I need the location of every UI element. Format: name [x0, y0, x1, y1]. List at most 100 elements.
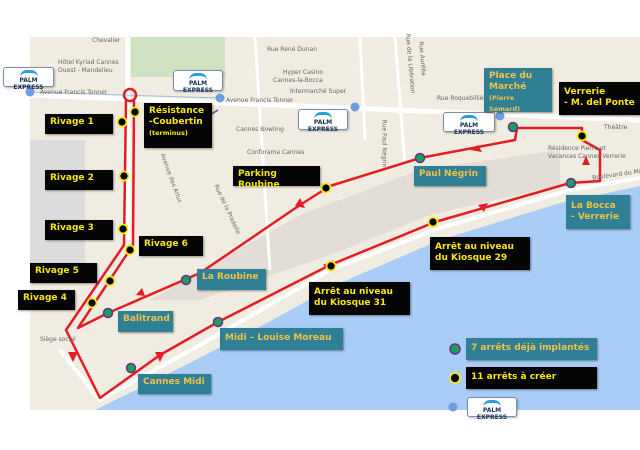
label-verrerie: Verrerie - M. del Ponte [559, 82, 640, 115]
palm-express-logo: PALM EXPRESS [443, 112, 495, 136]
label-line: du Kiosque 29 [435, 253, 508, 263]
label-place-du-marche: Place du Marché (Pierre Sémard) [484, 68, 552, 113]
label-resistance: Résistance -Coubertin (terminus) [144, 103, 212, 148]
poi-label: Siège social [40, 336, 76, 343]
label-line: Marché [489, 82, 527, 92]
label-line: (terminus) [149, 129, 188, 137]
legend-palm-dot [448, 402, 458, 412]
poi-label: Conforama Cannes [247, 149, 305, 156]
label-rivage-6: Rivage 6 [139, 236, 203, 256]
label-la-roubine: La Roubine [197, 269, 266, 290]
label-balitrand: Balitrand [118, 311, 173, 332]
direction-arrow [136, 288, 145, 296]
label-line: - M. del Ponte [564, 98, 635, 108]
stop-verrerie[interactable] [576, 130, 588, 142]
palm-express-logo: PALM EXPRESS [298, 109, 348, 133]
logo-text: PALM EXPRESS [453, 122, 485, 136]
label-kiosque-31: Arrêt au niveau du Kiosque 31 [309, 282, 410, 315]
airport-area [30, 140, 85, 280]
street-label: Avenue Francis Tonner [226, 97, 294, 104]
street-label: Rue René Dunan [267, 46, 317, 53]
stop-place-du-marche[interactable] [507, 121, 519, 133]
stop-la-bocca[interactable] [565, 177, 577, 189]
label-la-bocca: La Bocca - Verrerie [566, 195, 630, 229]
street-label: Rue Paul Négrin [380, 119, 388, 168]
label-midi-louise-moreau: Midi – Louise Moreau [220, 328, 343, 350]
palm-express-logo: PALM EXPRESS [173, 70, 223, 94]
palm-express-stop[interactable] [350, 102, 360, 112]
label-line: Résistance [149, 106, 205, 116]
street-label: Chevalier [92, 37, 121, 44]
existing-stops [102, 121, 577, 374]
logo-text: PALM EXPRESS [13, 77, 44, 91]
label-parking-roubine: Parking Roubine [233, 166, 320, 190]
stop-resistance[interactable] [129, 106, 141, 118]
stop-rivage-5[interactable] [104, 275, 116, 287]
direction-arrow [68, 352, 78, 362]
direction-arrow [478, 203, 488, 212]
poi-label: Cannes-la-Bocca [273, 77, 323, 84]
poi-label: Résidence Pierre et [548, 145, 606, 152]
street [253, 36, 272, 271]
palm-express-stop[interactable] [215, 93, 225, 103]
palm-express-stop[interactable] [25, 87, 35, 97]
stop-rivage-6[interactable] [124, 244, 136, 256]
stop-midi-louise-moreau[interactable] [212, 316, 224, 328]
street-label: Ouest - Mandelieu [58, 67, 113, 74]
stop-rivage-3[interactable] [117, 223, 129, 235]
stop-kiosque-31[interactable] [325, 260, 337, 272]
logo-text: PALM EXPRESS [307, 119, 339, 133]
stop-kiosque-29[interactable] [427, 216, 439, 228]
stop-rivage-1[interactable] [116, 116, 128, 128]
new-stops [86, 106, 588, 384]
palm-express-stops [25, 87, 505, 412]
direction-arrow [155, 352, 165, 362]
poi-label: Théâtre [604, 124, 628, 131]
label-line: -Coubertin [149, 117, 203, 127]
label-line: - Verrerie [571, 212, 620, 222]
palm-express-logo: PALM EXPRESS [3, 67, 54, 91]
label-rivage-5: Rivage 5 [30, 263, 97, 283]
label-line: Verrerie [564, 87, 606, 97]
stop-la-roubine[interactable] [180, 274, 192, 286]
label-cannes-midi: Cannes Midi [138, 374, 211, 394]
poi-label: Hyper Casino [283, 69, 324, 76]
stop-parking-roubine[interactable] [320, 182, 332, 194]
stop-balitrand[interactable] [102, 307, 114, 319]
railway-area [150, 150, 560, 300]
legend-new-stops: 11 arrêts à créer [466, 367, 597, 389]
label-line: du Kiosque 31 [314, 298, 387, 308]
stop-cannes-midi[interactable] [125, 362, 137, 374]
poi-label: Vacances Cannes Verrerie [548, 153, 626, 160]
street-label: Rue Roquebillière [437, 95, 490, 102]
stop-rivage-4[interactable] [86, 297, 98, 309]
direction-arrow [470, 145, 482, 152]
poi-label: Intermarché Super [290, 88, 347, 95]
label-line: La Bocca [571, 201, 616, 211]
logo-text: PALM EXPRESS [182, 80, 214, 94]
stop-rivage-2[interactable] [118, 170, 130, 182]
label-line: Arrêt au niveau [314, 287, 393, 297]
legend-palm-express-logo: PALM EXPRESS [467, 397, 517, 421]
label-paul-negrin: Paul Négrin [414, 166, 486, 186]
legend-existing-dot [449, 343, 461, 355]
label-line: Place du [489, 71, 533, 81]
label-line: (Pierre Sémard) [489, 94, 521, 113]
stop-paul-negrin[interactable] [414, 152, 426, 164]
legend-new-dot [449, 372, 461, 384]
label-rivage-2: Rivage 2 [45, 170, 113, 190]
avenue-francis-tonner [29, 92, 640, 123]
label-kiosque-29: Arrêt au niveau du Kiosque 29 [430, 237, 530, 270]
route-loop [122, 87, 138, 103]
label-line: Arrêt au niveau [435, 242, 514, 252]
street [358, 36, 367, 141]
label-rivage-4: Rivage 4 [18, 290, 75, 310]
direction-arrow [295, 198, 305, 208]
street-label: Avenue Francis Tonner [40, 89, 108, 96]
label-rivage-3: Rivage 3 [45, 220, 113, 240]
label-rivage-1: Rivage 1 [45, 114, 113, 134]
legend-existing-stops: 7 arrêts déjà implantés [466, 338, 597, 360]
logo-text: PALM EXPRESS [476, 407, 508, 421]
palm-express-stop[interactable] [495, 111, 505, 121]
direction-arrow [582, 156, 590, 165]
